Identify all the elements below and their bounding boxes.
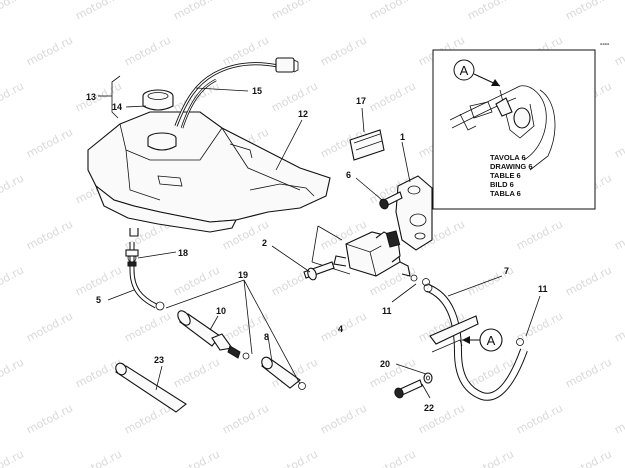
watermark-text-10: motod.ru (318, 33, 369, 68)
screw-22-icon (394, 379, 423, 399)
inset-detail-panel: A TAVOLA 6 DRAWING 6 TABLE 6 BILD 6 TABL… (432, 49, 596, 210)
callout-23: 23 (154, 355, 164, 365)
watermark-text-6: motod.ru (563, 0, 614, 23)
bracket-13-brace (111, 75, 121, 119)
watermark-text-55: motod.ru (612, 309, 625, 344)
sheet-marker: ---- (600, 41, 610, 48)
watermark-text-4: motod.ru (367, 0, 418, 23)
bracket-icon (395, 175, 433, 251)
watermark-text-2: motod.ru (171, 0, 222, 23)
callout-22: 22 (424, 403, 434, 413)
watermark-text-28: motod.ru (0, 171, 26, 206)
hose-8-icon (261, 356, 306, 390)
watermark-text-52: motod.ru (318, 309, 369, 344)
callout-labels: 13 14 15 12 17 1 6 2 18 5 19 10 8 4 11 7… (86, 86, 548, 413)
screw-icon (303, 261, 335, 281)
watermark-text-7: motod.ru (24, 33, 75, 68)
watermark-text-40: motod.ru (514, 217, 565, 252)
callout-6: 6 (346, 170, 351, 180)
watermark-text-56: motod.ru (0, 355, 26, 390)
callout-14: 14 (112, 102, 122, 112)
watermark-text-57: motod.ru (73, 355, 124, 390)
clamp-18-icon (125, 249, 139, 267)
watermark-text-42: motod.ru (0, 263, 26, 298)
callout-5: 5 (96, 295, 101, 305)
callout-11-left: 11 (382, 306, 392, 316)
inset-line-4: BILD 6 (490, 180, 514, 189)
watermark-text-49: motod.ru (24, 309, 75, 344)
watermark-text-13: motod.ru (612, 33, 625, 68)
watermark-text-71: motod.ru (73, 447, 124, 468)
watermark-text-21: motod.ru (24, 125, 75, 160)
watermark-text-50: motod.ru (122, 309, 173, 344)
watermark-text-43: motod.ru (73, 263, 124, 298)
detail-ref-bubble: A (462, 328, 503, 352)
detail-ref-letter: A (487, 333, 496, 348)
leader-lines (98, 87, 541, 399)
watermark-text-68: motod.ru (514, 401, 565, 436)
watermark-text-69: motod.ru (612, 401, 625, 436)
washer-20-icon (423, 372, 433, 384)
watermark-text-5: motod.ru (465, 0, 516, 23)
callout-19: 19 (238, 270, 248, 280)
watermark-text-65: motod.ru (220, 401, 271, 436)
watermark-text-63: motod.ru (24, 401, 75, 436)
solenoid-valve-icon (333, 230, 430, 286)
inset-ref-letter: A (460, 63, 469, 78)
callout-12: 12 (298, 109, 308, 119)
inset-line-1: TAVOLA 6 (490, 153, 526, 162)
sensor-wire-icon (174, 57, 299, 129)
watermark-text-73: motod.ru (269, 447, 320, 468)
watermark-text-75: motod.ru (465, 447, 516, 468)
watermark-text-0: motod.ru (0, 0, 26, 23)
callout-11-right: 11 (538, 284, 548, 294)
watermark-text-48: motod.ru (563, 263, 614, 298)
watermark-text-41: motod.ru (612, 217, 625, 252)
watermark-text-74: motod.ru (367, 447, 418, 468)
label-plate-icon (349, 129, 385, 161)
callout-15: 15 (252, 86, 262, 96)
watermark-text-14: motod.ru (0, 79, 26, 114)
watermark-text-1: motod.ru (73, 0, 124, 23)
hose-7-icon (423, 283, 528, 401)
callout-18: 18 (178, 248, 188, 258)
callout-4: 4 (338, 324, 343, 334)
watermark-text-3: motod.ru (269, 0, 320, 23)
hose-23-icon (114, 362, 187, 413)
reservoir-tank-icon (87, 111, 331, 237)
watermark-text-66: motod.ru (318, 401, 369, 436)
watermark-text-44: motod.ru (171, 263, 222, 298)
callout-13: 13 (86, 92, 96, 102)
inset-line-2: DRAWING 6 (490, 162, 533, 171)
watermark-text-62: motod.ru (563, 355, 614, 390)
callout-8: 8 (264, 332, 269, 342)
fuel-filter-icon (177, 310, 250, 360)
watermark-text-18: motod.ru (367, 79, 418, 114)
callout-2: 2 (262, 238, 267, 248)
callout-10: 10 (216, 306, 226, 316)
inset-line-5: TABLA 6 (490, 189, 521, 198)
inset-line-3: TABLE 6 (490, 171, 521, 180)
watermark-text-76: motod.ru (563, 447, 614, 468)
callout-17: 17 (356, 96, 366, 106)
callout-20: 20 (380, 359, 390, 369)
watermark-text-72: motod.ru (171, 447, 222, 468)
watermark-text-64: motod.ru (122, 401, 173, 436)
watermark-text-17: motod.ru (269, 79, 320, 114)
callout-7: 7 (504, 266, 509, 276)
watermark-text-58: motod.ru (171, 355, 222, 390)
filler-cap-icon (142, 89, 174, 111)
watermark-text-27: motod.ru (612, 125, 625, 160)
callout-1: 1 (400, 132, 405, 142)
watermark-text-8: motod.ru (122, 33, 173, 68)
watermark-text-70: motod.ru (0, 447, 26, 468)
watermark-text-35: motod.ru (24, 217, 75, 252)
